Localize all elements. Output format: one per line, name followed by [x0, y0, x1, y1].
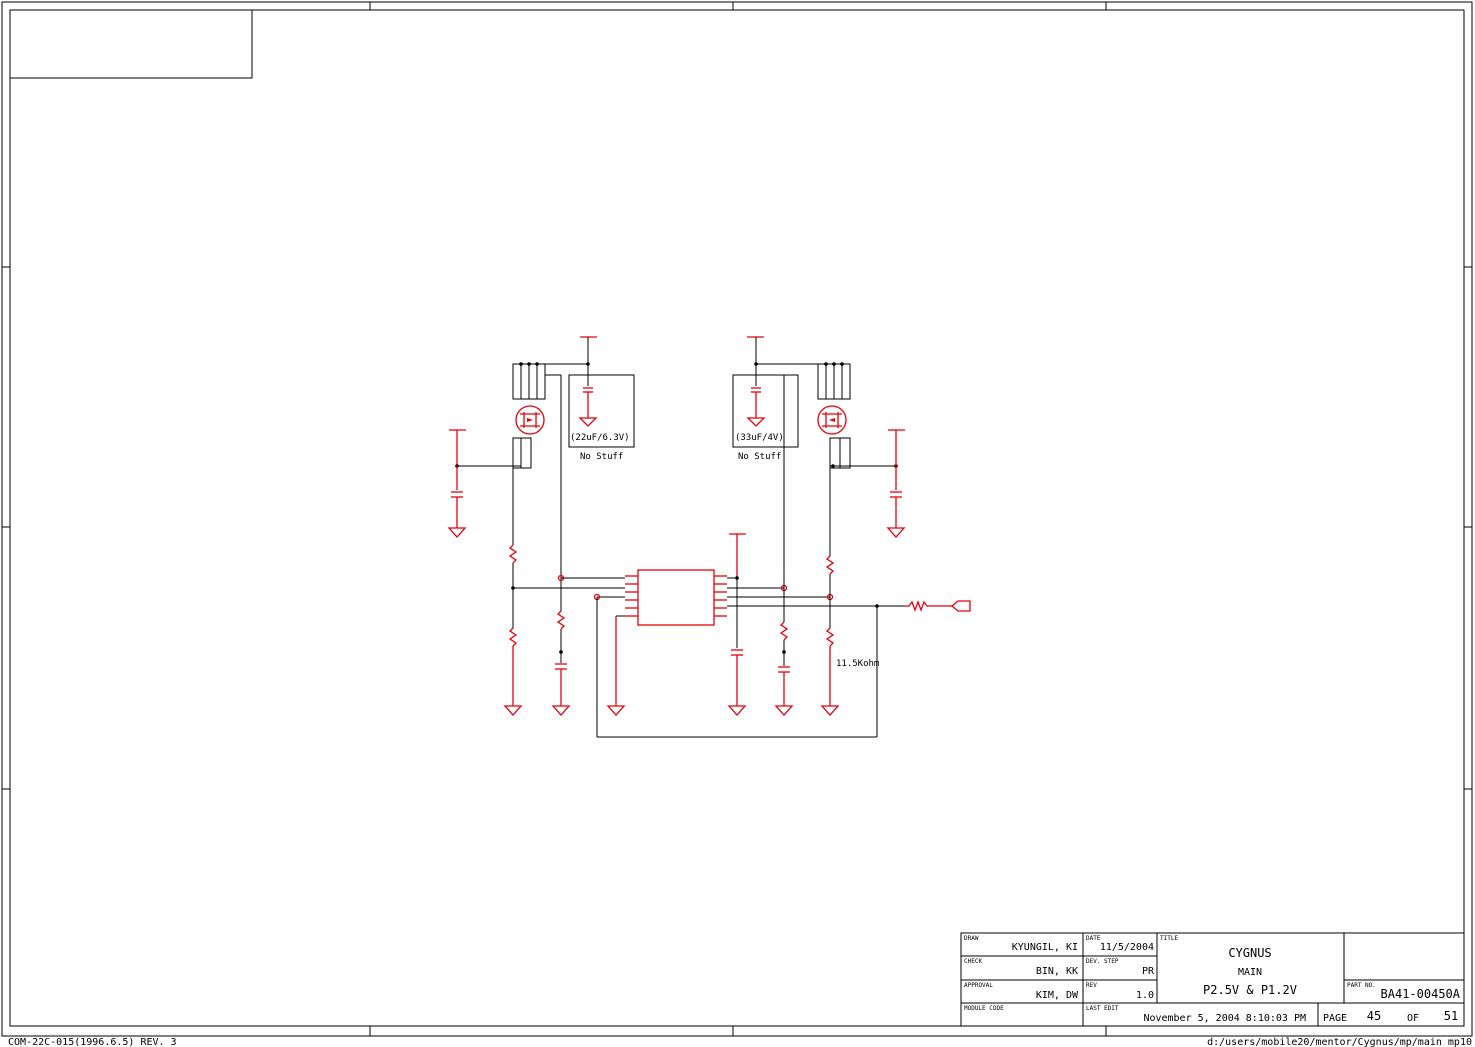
mosfet-left [515, 405, 545, 435]
cap-left-label: (22uF/6.3V) [570, 433, 630, 443]
date-label: DATE [1086, 935, 1101, 942]
last-edit-value: November 5, 2004 8:10:03 PM [1143, 1013, 1306, 1024]
title-label: TITLE [1160, 935, 1178, 942]
total-pages: 51 [1444, 1009, 1458, 1023]
output-connector [950, 600, 971, 612]
file-path: d:/users/mobile20/mentor/Cygnus/mp/main_… [1207, 1037, 1472, 1047]
rev-label: REV [1086, 982, 1097, 989]
revision-box [9, 9, 253, 79]
mosfet-right [817, 405, 847, 435]
draw-value: KYUNGIL, KI [1012, 942, 1078, 953]
date-value: 11/5/2004 [1100, 942, 1154, 953]
cap-right [746, 387, 766, 427]
page-number: 45 [1367, 1009, 1381, 1023]
title-line-2: MAIN [1238, 967, 1262, 978]
module-code-label: MODULE CODE [964, 1005, 1004, 1012]
title-line-1: CYGNUS [1228, 946, 1271, 960]
cap-right-label: (33uF/4V) [735, 433, 784, 443]
page-label: PAGE [1323, 1013, 1347, 1024]
form-code: COM-22C-015(1996.6.5) REV. 3 [8, 1037, 177, 1047]
check-label: CHECK [964, 958, 982, 965]
title-line-3: P2.5V & P1.2V [1203, 983, 1297, 997]
last-edit-label: LAST EDIT [1086, 1005, 1119, 1012]
rev-value: 1.0 [1136, 990, 1154, 1001]
dev-step-value: PR [1142, 966, 1155, 977]
approval-label: APPROVAL [964, 982, 993, 989]
of-label: OF [1407, 1013, 1419, 1024]
draw-label: DRAW [964, 935, 979, 942]
cap-right-note: No Stuff [738, 452, 781, 462]
cap-left [578, 387, 598, 427]
circuit: (22uF/6.3V) No Stuff [447, 336, 971, 738]
part-no-label: PART NO. [1347, 982, 1376, 989]
part-no-value: BA41-00450A [1381, 987, 1461, 1001]
title-block: DRAW KYUNGIL, KI CHECK BIN, KK APPROVAL … [960, 932, 1465, 1027]
approval-value: KIM, DW [1036, 990, 1079, 1001]
check-value: BIN, KK [1036, 966, 1078, 977]
dev-step-label: DEV. STEP [1086, 958, 1119, 965]
regulator-ic [625, 569, 727, 626]
cap-left-note: No Stuff [580, 452, 623, 462]
resistor-label: 11.5Kohm [836, 659, 879, 669]
